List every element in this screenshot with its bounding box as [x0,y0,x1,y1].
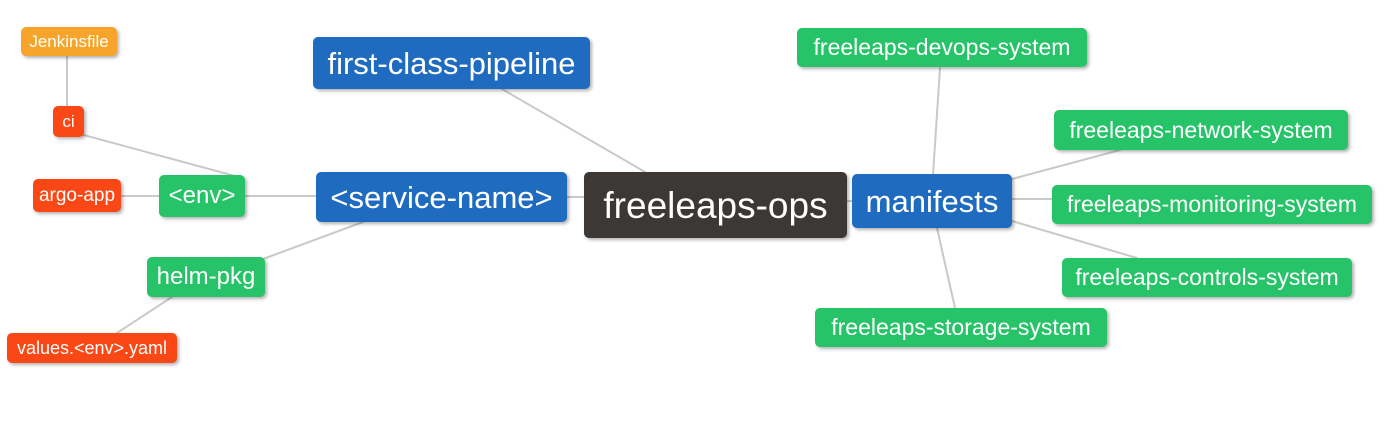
node-label: <service-name> [330,179,553,215]
node-label: freeleaps-network-system [1069,116,1333,143]
node-label: freeleaps-storage-system [831,314,1091,340]
node-values-env-yaml[interactable]: values.<env>.yaml [7,333,177,363]
node-controls-system[interactable]: freeleaps-controls-system [1062,258,1352,297]
edge-helm-pkg-service-name [262,221,364,260]
node-storage-system[interactable]: freeleaps-storage-system [815,308,1107,347]
edge-manifests-controls-system [1011,220,1138,259]
node-first-class-pipeline[interactable]: first-class-pipeline [313,37,590,89]
edge-values-env-yaml-helm-pkg [116,296,173,334]
edge-manifests-network-system [1011,149,1121,180]
node-argo-app[interactable]: argo-app [33,179,121,212]
node-label: Jenkinsfile [29,32,109,51]
node-label: freeleaps-ops [603,184,828,226]
node-label: argo-app [38,185,116,206]
node-label: manifests [865,183,999,219]
node-label: ci [62,112,75,131]
node-service-name[interactable]: <service-name> [316,172,567,222]
node-network-system[interactable]: freeleaps-network-system [1054,110,1348,150]
edge-manifests-storage-system [936,227,956,309]
node-label: <env> [168,182,236,209]
node-freeleaps-ops[interactable]: freeleaps-ops [584,172,847,238]
node-monitoring-system[interactable]: freeleaps-monitoring-system [1052,185,1372,224]
node-label: helm-pkg [156,263,256,290]
node-label: values.<env>.yaml [16,338,168,358]
node-jenkinsfile[interactable]: Jenkinsfile [21,27,117,56]
node-label: freeleaps-monitoring-system [1066,191,1358,217]
edge-ci-env [79,133,236,177]
node-manifests[interactable]: manifests [852,174,1012,228]
node-label: freeleaps-controls-system [1075,264,1339,290]
node-label: freeleaps-devops-system [813,34,1071,60]
node-label: first-class-pipeline [327,45,576,81]
node-helm-pkg[interactable]: helm-pkg [147,257,265,297]
edge-first-class-pipeline-freeleaps-ops [501,88,646,173]
node-ci[interactable]: ci [53,106,84,137]
edge-manifests-devops-system [932,67,941,176]
node-devops-system[interactable]: freeleaps-devops-system [797,28,1087,67]
node-env[interactable]: <env> [159,175,245,217]
